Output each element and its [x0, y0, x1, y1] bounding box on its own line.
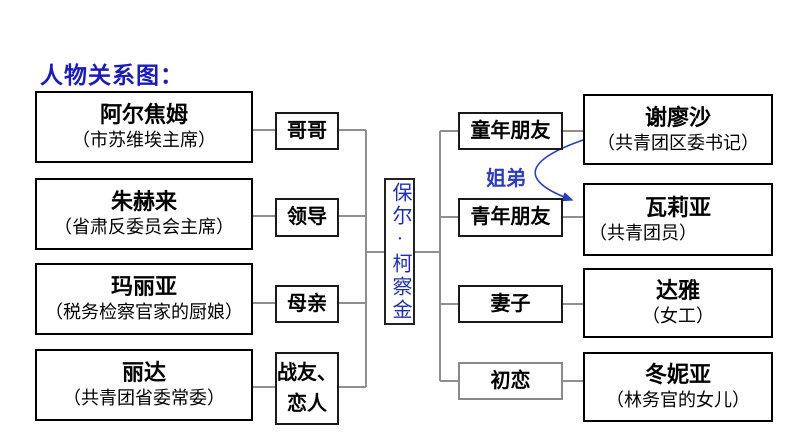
person-box-valia: 瓦莉亚 （共青团员）: [583, 183, 773, 256]
person-name: 朱赫来: [110, 189, 177, 214]
center-person-box-pavel: 保尔·柯察金: [384, 178, 415, 325]
person-desc: （共青团省委常委）: [63, 388, 225, 409]
person-desc: （林务官的女儿）: [606, 390, 750, 411]
diagram-title: 人物关系图：: [40, 62, 184, 88]
relation-box-comrade-lover: 战友、 恋人: [275, 352, 339, 425]
sibling-arrow: [534, 138, 587, 202]
relation-box-youth-friend: 青年朋友: [458, 198, 563, 237]
person-box-tonya: 冬妮亚 （林务官的女儿）: [583, 352, 773, 422]
person-box-seryozha: 谢廖沙 （共青团区委书记）: [583, 94, 773, 165]
relation-box-childhood-friend: 童年朋友: [458, 112, 563, 150]
person-box-artem: 阿尔焦姆 （市苏维埃主席）: [35, 91, 253, 163]
relation-box-brother: 哥哥: [275, 112, 339, 150]
person-box-lida: 丽达 （共青团省委常委）: [35, 349, 253, 421]
person-name: 达雅: [655, 278, 700, 303]
person-box-zhuhelai: 朱赫来 （省肃反委员会主席）: [35, 178, 253, 250]
person-name: 瓦莉亚: [644, 194, 711, 220]
person-box-maria: 玛丽亚 （税务检察官家的厨娘）: [35, 263, 253, 335]
person-desc: （市苏维埃主席）: [72, 130, 216, 151]
relation-box-mother: 母亲: [275, 285, 339, 323]
relation-box-leader: 领导: [275, 198, 339, 237]
person-desc: （共青团区委书记）: [597, 132, 759, 153]
person-desc: （共青团员）: [589, 222, 697, 243]
person-box-taya: 达雅 （女工）: [583, 268, 773, 338]
person-desc: （女工）: [642, 306, 714, 327]
person-name: 丽达: [121, 360, 166, 385]
person-name: 阿尔焦姆: [99, 102, 188, 127]
person-name: 冬妮亚: [644, 362, 711, 387]
person-desc: （税务检察官家的厨娘）: [45, 302, 243, 323]
center-person-name: 保尔·柯察金: [389, 181, 411, 322]
person-desc: （省肃反委员会主席）: [54, 217, 234, 238]
sibling-label: 姐弟: [486, 168, 526, 190]
person-name: 玛丽亚: [110, 274, 177, 299]
person-name: 谢廖沙: [644, 104, 711, 130]
relation-box-first-love: 初恋: [458, 362, 563, 400]
relation-box-wife: 妻子: [458, 285, 563, 323]
